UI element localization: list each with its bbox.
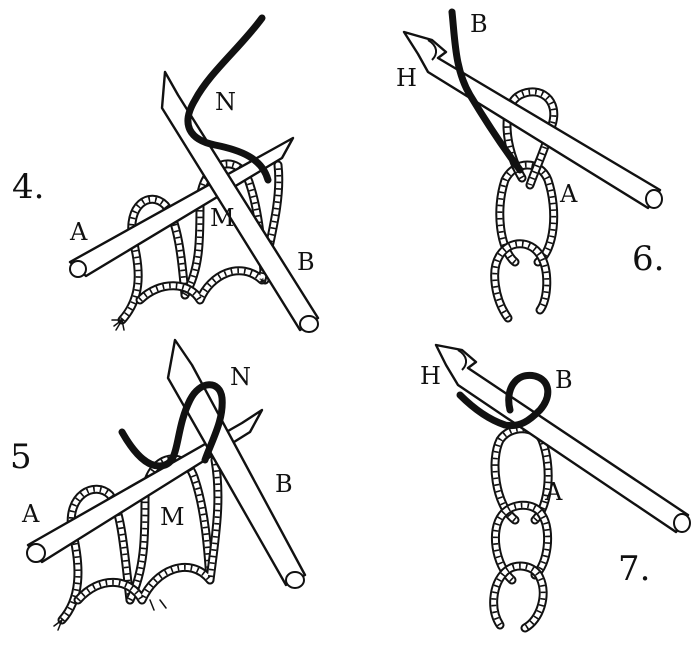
label-loop-a: A <box>544 478 563 506</box>
figure-number: 7. <box>618 549 650 589</box>
label-yarn-b: B <box>470 10 488 38</box>
label-yarn-b: B <box>555 366 573 394</box>
label-needle-a: A <box>21 500 40 528</box>
figure-6 <box>402 8 663 323</box>
label-hook-h: H <box>420 362 441 390</box>
figure-number: 6. <box>632 239 664 279</box>
figure-number: 4. <box>12 167 44 207</box>
label-needle-n: N <box>215 88 236 116</box>
label-stitch-m: M <box>210 204 235 232</box>
figure-5 <box>26 338 307 631</box>
working-yarn <box>184 14 272 184</box>
chain-stitches <box>490 160 559 323</box>
label-hook-h: H <box>396 64 417 92</box>
working-yarn <box>456 372 552 430</box>
figure-4 <box>68 14 320 333</box>
label-needle-b: B <box>297 248 315 276</box>
stitch-loops <box>53 454 223 631</box>
label-needle-n: N <box>230 363 251 391</box>
working-yarn <box>448 8 524 174</box>
label-needle-a: A <box>69 218 88 246</box>
crochet-hook <box>402 30 662 210</box>
crochet-hook <box>434 343 690 534</box>
figure-number: 5 <box>10 437 32 477</box>
label-needle-b: B <box>275 470 293 498</box>
working-yarn <box>118 381 226 470</box>
chain-stitches <box>489 424 553 633</box>
figure-7 <box>434 343 691 633</box>
label-stitch-m: M <box>160 503 185 531</box>
label-loop-a: A <box>559 180 578 208</box>
